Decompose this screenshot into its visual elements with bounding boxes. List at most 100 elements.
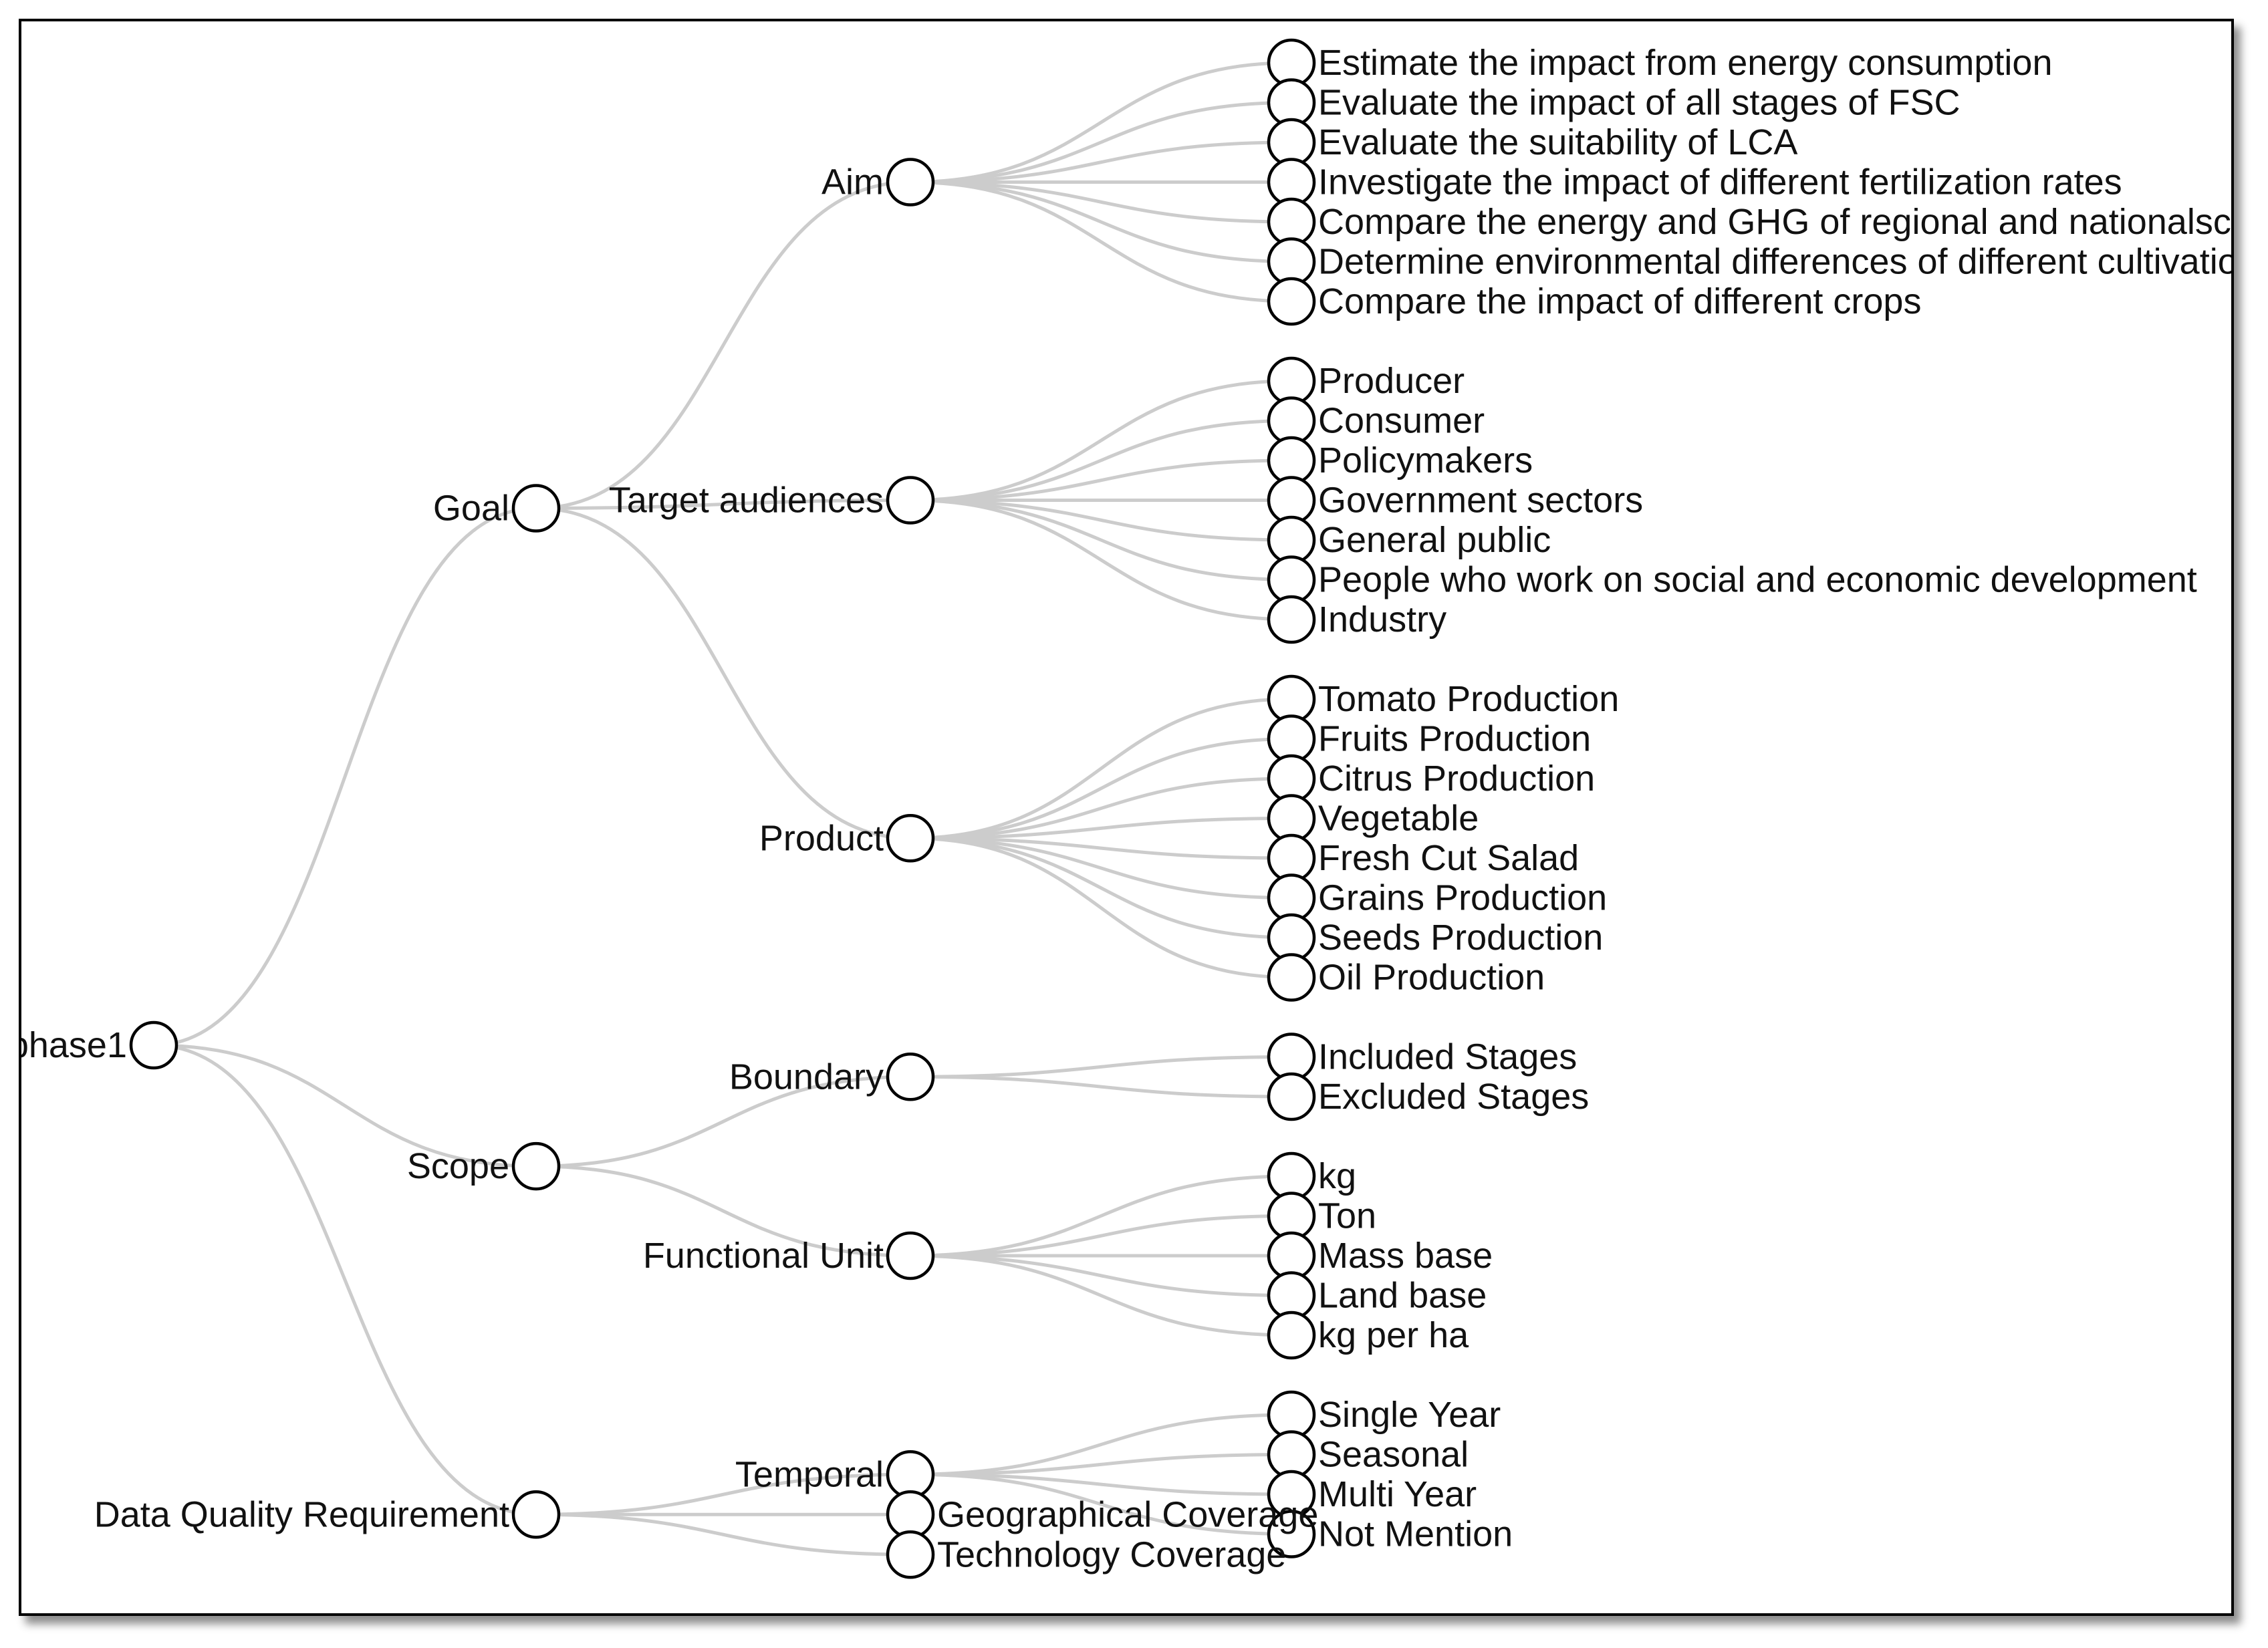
tree-link	[910, 1174, 1292, 1258]
tree-link	[535, 1512, 911, 1556]
node-circle[interactable]	[1267, 1311, 1316, 1360]
node-compare-the-energy-and-ghg-of-regional-and-nationalscale-fsc[interactable]: Compare the energy and GHG of regional a…	[1267, 197, 2231, 247]
node-circle[interactable]	[511, 1490, 561, 1539]
node-label: Functional Unit	[643, 1236, 884, 1276]
node-single-year[interactable]: Single Year	[1267, 1390, 1501, 1439]
node-compare-the-impact-of-different-crops[interactable]: Compare the impact of different crops	[1267, 277, 1921, 326]
tree-link	[910, 1472, 1292, 1496]
node-circle[interactable]	[886, 814, 935, 863]
node-seeds-production[interactable]: Seeds Production	[1267, 913, 1603, 962]
tree-link	[535, 507, 911, 840]
node-geographical-coverage[interactable]: Geographical Coverage	[886, 1490, 1318, 1539]
node-label: Citrus Production	[1318, 759, 1595, 799]
node-multi-year[interactable]: Multi Year	[1267, 1470, 1477, 1519]
node-not-mention[interactable]: Not Mention	[1267, 1510, 1513, 1558]
node-label: Industry	[1318, 599, 1446, 640]
tree-link	[910, 1055, 1292, 1079]
node-grains-production[interactable]: Grains Production	[1267, 873, 1607, 922]
node-excluded-stages[interactable]: Excluded Stages	[1267, 1072, 1589, 1121]
node-label: Producer	[1318, 361, 1465, 401]
node-estimate-the-impact-from-energy-consumption[interactable]: Estimate the impact from energy consumpt…	[1267, 38, 2052, 88]
node-label: Data Quality Requirement	[94, 1494, 509, 1534]
tree-link	[535, 1472, 911, 1516]
node-circle[interactable]	[1267, 277, 1316, 326]
node-included-stages[interactable]: Included Stages	[1267, 1033, 1577, 1081]
node-label: Evaluate the impact of all stages of FSC	[1318, 83, 1960, 123]
node-temporal[interactable]: Temporal	[735, 1450, 935, 1499]
node-data-quality-requirement[interactable]: Data Quality Requirement	[94, 1490, 561, 1539]
node-goal[interactable]: Goal	[433, 484, 561, 533]
node-evaluate-the-impact-of-all-stages-of-fsc[interactable]: Evaluate the impact of all stages of FSC	[1267, 78, 1960, 127]
node-circle[interactable]	[511, 1141, 561, 1191]
node-label: Product	[759, 818, 884, 858]
node-consumer[interactable]: Consumer	[1267, 396, 1485, 445]
node-evaluate-the-suitability-of-lca[interactable]: Evaluate the suitability of LCA	[1267, 118, 1797, 167]
node-label: Mass base	[1318, 1236, 1493, 1276]
tree-link	[910, 836, 1292, 979]
tree-link	[910, 419, 1292, 502]
tree-link	[910, 499, 1292, 622]
node-circle[interactable]	[511, 484, 561, 533]
node-circle[interactable]	[1267, 1072, 1316, 1121]
node-circle[interactable]	[886, 1530, 935, 1579]
node-label: Government sectors	[1318, 480, 1643, 521]
node-circle[interactable]	[886, 476, 935, 525]
node-label: Tomato Production	[1318, 679, 1619, 719]
node-ton[interactable]: Ton	[1267, 1192, 1376, 1240]
node-circle[interactable]	[886, 1231, 935, 1280]
tree-link	[910, 697, 1292, 840]
node-investigate-the-impact-of-different-fertilization-rates[interactable]: Investigate the impact of different fert…	[1267, 158, 2122, 207]
node-label: Determine environmental differences of d…	[1318, 242, 2231, 282]
tree-link	[910, 180, 1292, 263]
node-government-sectors[interactable]: Government sectors	[1267, 476, 1643, 525]
node-circle[interactable]	[886, 158, 935, 207]
node-producer[interactable]: Producer	[1267, 356, 1465, 406]
node-general-public[interactable]: General public	[1267, 515, 1551, 565]
node-circle[interactable]	[1267, 1510, 1316, 1558]
node-vegetable[interactable]: Vegetable	[1267, 794, 1479, 843]
node-circle[interactable]	[1267, 953, 1316, 1002]
node-industry[interactable]: Industry	[1267, 595, 1446, 644]
node-tomato-production[interactable]: Tomato Production	[1267, 674, 1619, 724]
node-circle[interactable]	[886, 1053, 935, 1101]
tree-link	[910, 1254, 1292, 1297]
node-mass-base[interactable]: Mass base	[1267, 1231, 1493, 1280]
tree-link	[153, 507, 537, 1047]
node-circle[interactable]	[1267, 595, 1316, 644]
node-label: Evaluate the suitability of LCA	[1318, 122, 1797, 162]
node-boundary[interactable]: Boundary	[729, 1053, 935, 1101]
tree-link	[910, 836, 1292, 900]
node-label: Ton	[1318, 1196, 1376, 1236]
tree-link	[910, 1453, 1292, 1476]
node-target-audiences[interactable]: Target audiences	[609, 476, 935, 525]
node-label: Boundary	[729, 1057, 884, 1097]
node-oil-production[interactable]: Oil Production	[1267, 953, 1545, 1002]
node-functional-unit[interactable]: Functional Unit	[643, 1231, 935, 1280]
tree-link	[910, 1254, 1292, 1337]
node-label: Land base	[1318, 1276, 1487, 1316]
node-citrus-production[interactable]: Citrus Production	[1267, 754, 1595, 803]
node-label: Compare the energy and GHG of regional a…	[1318, 202, 2231, 242]
node-aim[interactable]: Aim	[822, 158, 935, 207]
node-technology-coverage[interactable]: Technology Coverage	[886, 1530, 1286, 1579]
node-kg[interactable]: kg	[1267, 1151, 1356, 1201]
tree-links	[153, 61, 1292, 1556]
node-scope[interactable]: Scope	[407, 1141, 561, 1191]
node-land-base[interactable]: Land base	[1267, 1271, 1487, 1320]
tree-link	[535, 499, 911, 510]
node-fresh-cut-salad[interactable]: Fresh Cut Salad	[1267, 833, 1579, 883]
node-circle[interactable]	[129, 1020, 178, 1070]
node-people-who-work-on-social-and-economic-development[interactable]: People who work on social and economic d…	[1267, 555, 2197, 604]
tree-link	[910, 1472, 1292, 1536]
node-product[interactable]: Product	[759, 814, 935, 863]
tree-link	[910, 1413, 1292, 1476]
node-fruits-production[interactable]: Fruits Production	[1267, 714, 1591, 763]
node-phase1[interactable]: phase1	[21, 1020, 178, 1070]
node-label: Seasonal	[1318, 1435, 1469, 1475]
tree-link	[910, 458, 1292, 502]
node-seasonal[interactable]: Seasonal	[1267, 1430, 1469, 1479]
node-kg-per-ha[interactable]: kg per ha	[1267, 1311, 1469, 1360]
node-label: Consumer	[1318, 401, 1485, 441]
node-policymakers[interactable]: Policymakers	[1267, 436, 1533, 485]
node-determine-environmental-differences-of-different-cultivation-options[interactable]: Determine environmental differences of d…	[1267, 237, 2231, 286]
